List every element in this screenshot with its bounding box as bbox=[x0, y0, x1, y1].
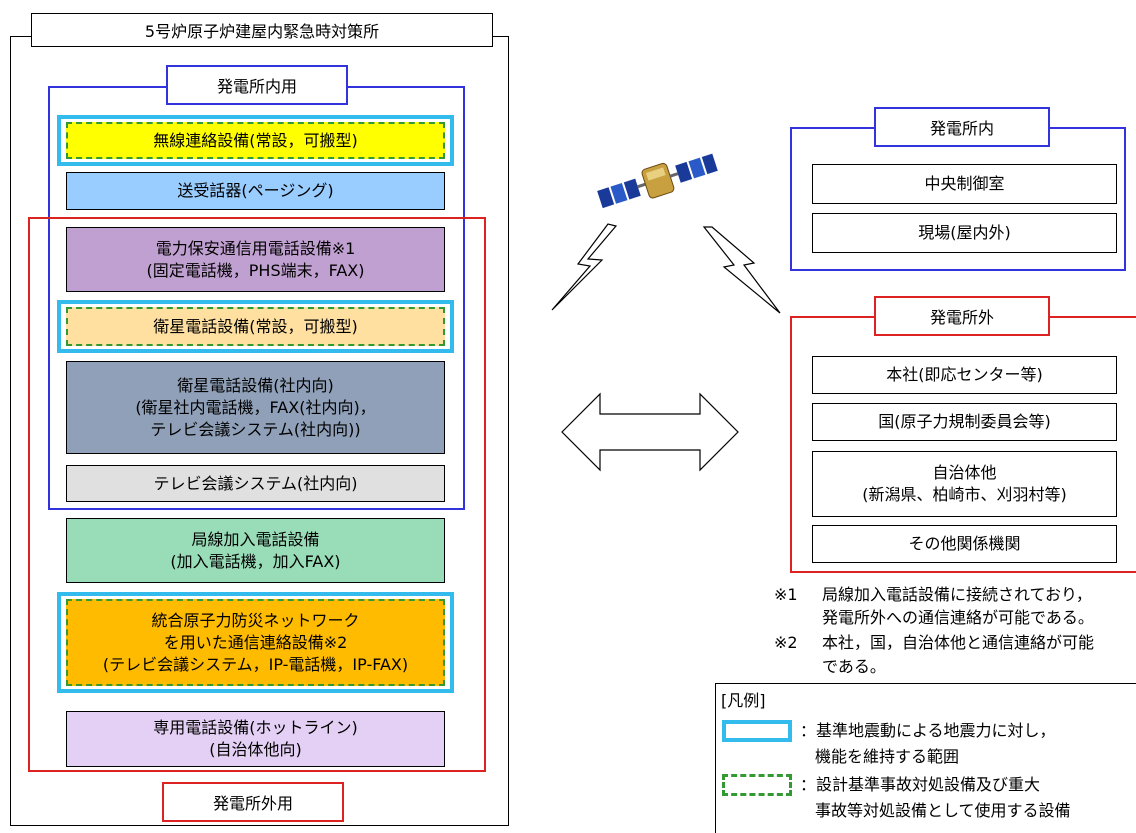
outer-plant-label: 発電所外用 bbox=[162, 782, 344, 822]
headquarters: 本社(即応センター等) bbox=[812, 356, 1117, 394]
legend-item1-line1: ：基準地震動による地震力に対し， bbox=[800, 721, 1056, 740]
lightning-left-icon bbox=[551, 223, 618, 311]
inner-plant-label: 発電所内用 bbox=[166, 65, 348, 105]
note-1-line2: 発電所外への通信連絡が可能である。 bbox=[822, 608, 1094, 627]
local-government: 自治体他 (新潟県、柏崎市、刈羽村等) bbox=[812, 451, 1117, 517]
outer-plant-group bbox=[28, 217, 486, 772]
note-2-line2: である。 bbox=[822, 657, 886, 676]
seismic-frame-network bbox=[57, 592, 454, 693]
tv-conference-equipment: テレビ会議システム(社内向) bbox=[66, 465, 445, 502]
other-agencies: その他関係機関 bbox=[812, 525, 1117, 563]
legend-item2-line2: 事故等対処設備として使用する設備 bbox=[815, 801, 1071, 820]
national-government: 国(原子力規制委員会等) bbox=[812, 403, 1117, 441]
pager-equipment: 送受話器(ページング) bbox=[66, 172, 445, 210]
sat-phone-equipment: 衛星電話設備(常設，可搬型) bbox=[66, 307, 445, 346]
radio-equipment: 無線連絡設備(常設，可搬型) bbox=[66, 122, 445, 159]
solar-panel-right-1 bbox=[675, 161, 693, 183]
lightning-right-icon bbox=[702, 226, 781, 314]
seismic-frame-sat-phone bbox=[57, 300, 454, 353]
solar-panel-left-2 bbox=[610, 182, 628, 204]
inside-plant-label: 発電所内 bbox=[874, 107, 1050, 147]
seismic-frame-radio bbox=[57, 115, 454, 166]
building-title: 5号炉原子炉建屋内緊急時対策所 bbox=[31, 13, 493, 47]
outside-plant-label: 発電所外 bbox=[874, 296, 1050, 336]
hotline-equipment: 専用電話設備(ホットライン) (自治体他向) bbox=[66, 711, 445, 767]
field-indoor-outdoor: 現場(屋内外) bbox=[812, 213, 1117, 253]
double-arrow-icon bbox=[561, 392, 739, 472]
integrated-network-equipment: 統合原子力防災ネットワーク を用いた通信連絡設備※2 (テレビ会議システム，IP… bbox=[66, 599, 445, 686]
legend-title: [凡例] bbox=[721, 691, 766, 710]
legend-cyan-swatch bbox=[722, 720, 792, 742]
solar-panel-right-3 bbox=[701, 153, 718, 175]
solar-panel-left-3 bbox=[623, 178, 641, 200]
solar-panel-right-2 bbox=[688, 157, 706, 179]
legend-item1-line2: 機能を維持する範囲 bbox=[815, 747, 960, 766]
note-2-line1: 本社，国，自治体他と通信連絡が可能 bbox=[822, 633, 1095, 652]
satellite-icon bbox=[597, 153, 718, 209]
solar-panel-left-1 bbox=[597, 187, 615, 209]
note-1-line1: 局線加入電話設備に接続されており， bbox=[822, 585, 1092, 604]
note-2-mark: ※2 bbox=[774, 633, 798, 652]
legend-green-swatch bbox=[722, 774, 792, 796]
public-line-equipment: 局線加入電話設備 (加入電話機，加入FAX) bbox=[66, 518, 445, 583]
legend-box bbox=[715, 683, 1136, 833]
sat-phone-internal-equipment: 衛星電話設備(社内向) (衛星社内電話機，FAX(社内向)， テレビ会議システム… bbox=[66, 361, 445, 454]
note-1-mark: ※1 bbox=[774, 585, 798, 604]
central-control-room: 中央制御室 bbox=[812, 164, 1117, 204]
power-phone-equipment: 電力保安通信用電話設備※1 (固定電話機，PHS端末，FAX) bbox=[66, 227, 445, 292]
legend-item2-line1: ：設計基準事故対処設備及び重大 bbox=[800, 775, 1041, 794]
